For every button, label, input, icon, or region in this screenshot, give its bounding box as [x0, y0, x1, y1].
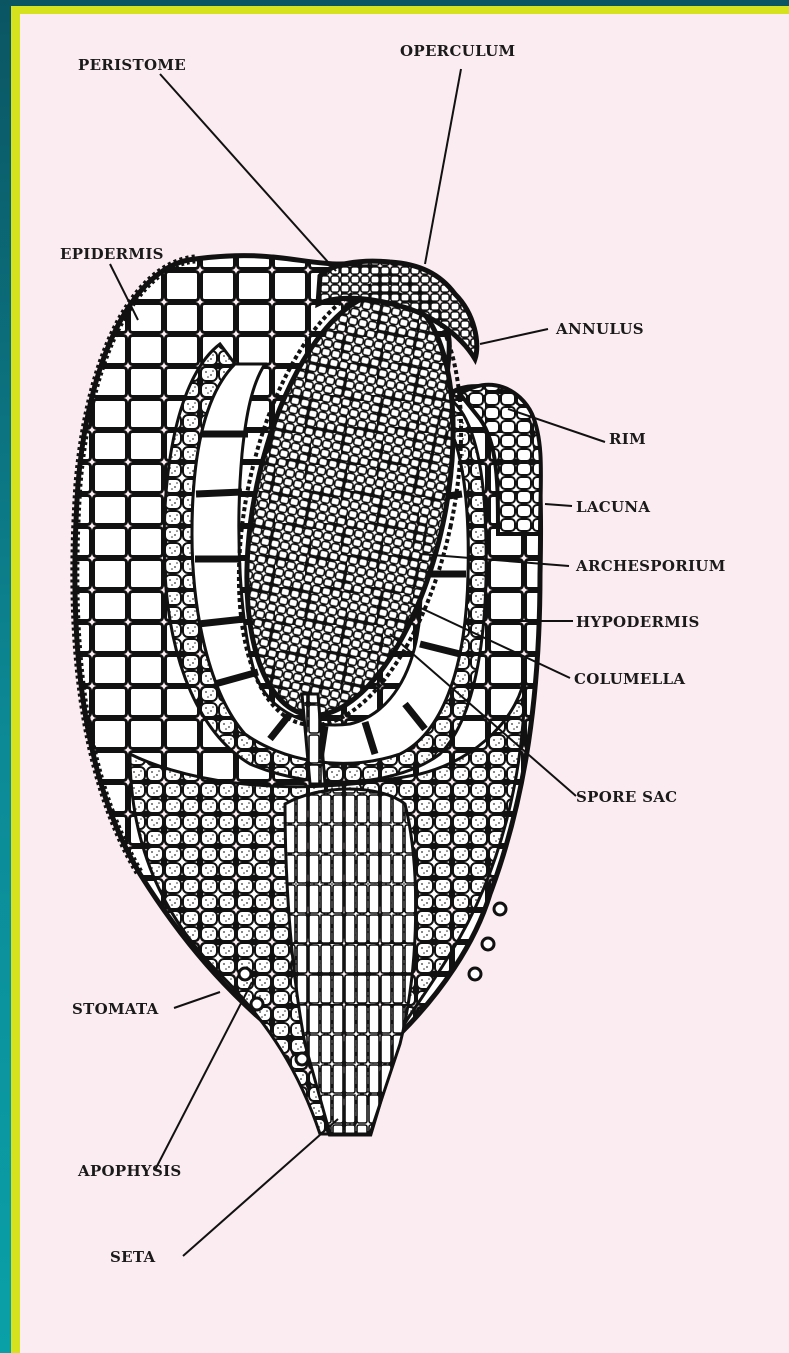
label-columella: COLUMELLA: [574, 670, 685, 688]
label-epidermis: EPIDERMIS: [60, 245, 164, 263]
label-peristome: PERISTOME: [78, 56, 186, 74]
label-archesporium: ARCHESPORIUM: [575, 557, 726, 575]
label-hypodermis: HYPODERMIS: [576, 613, 700, 631]
label-rim: RIM: [609, 430, 646, 448]
label-apophysis: APOPHYSIS: [77, 1162, 182, 1180]
diagram-panel: PERISTOME OPERCULUM EPIDERMIS ANNULUS RI…: [20, 14, 789, 1353]
label-seta: SETA: [110, 1248, 156, 1266]
label-annulus: ANNULUS: [555, 320, 644, 338]
moss-capsule-diagram: PERISTOME OPERCULUM EPIDERMIS ANNULUS RI…: [20, 14, 789, 1353]
label-lacuna: LACUNA: [576, 498, 650, 516]
label-spore-sac: SPORE SAC: [576, 788, 677, 806]
label-stomata: STOMATA: [72, 1000, 159, 1018]
label-operculum: OPERCULUM: [400, 42, 515, 60]
